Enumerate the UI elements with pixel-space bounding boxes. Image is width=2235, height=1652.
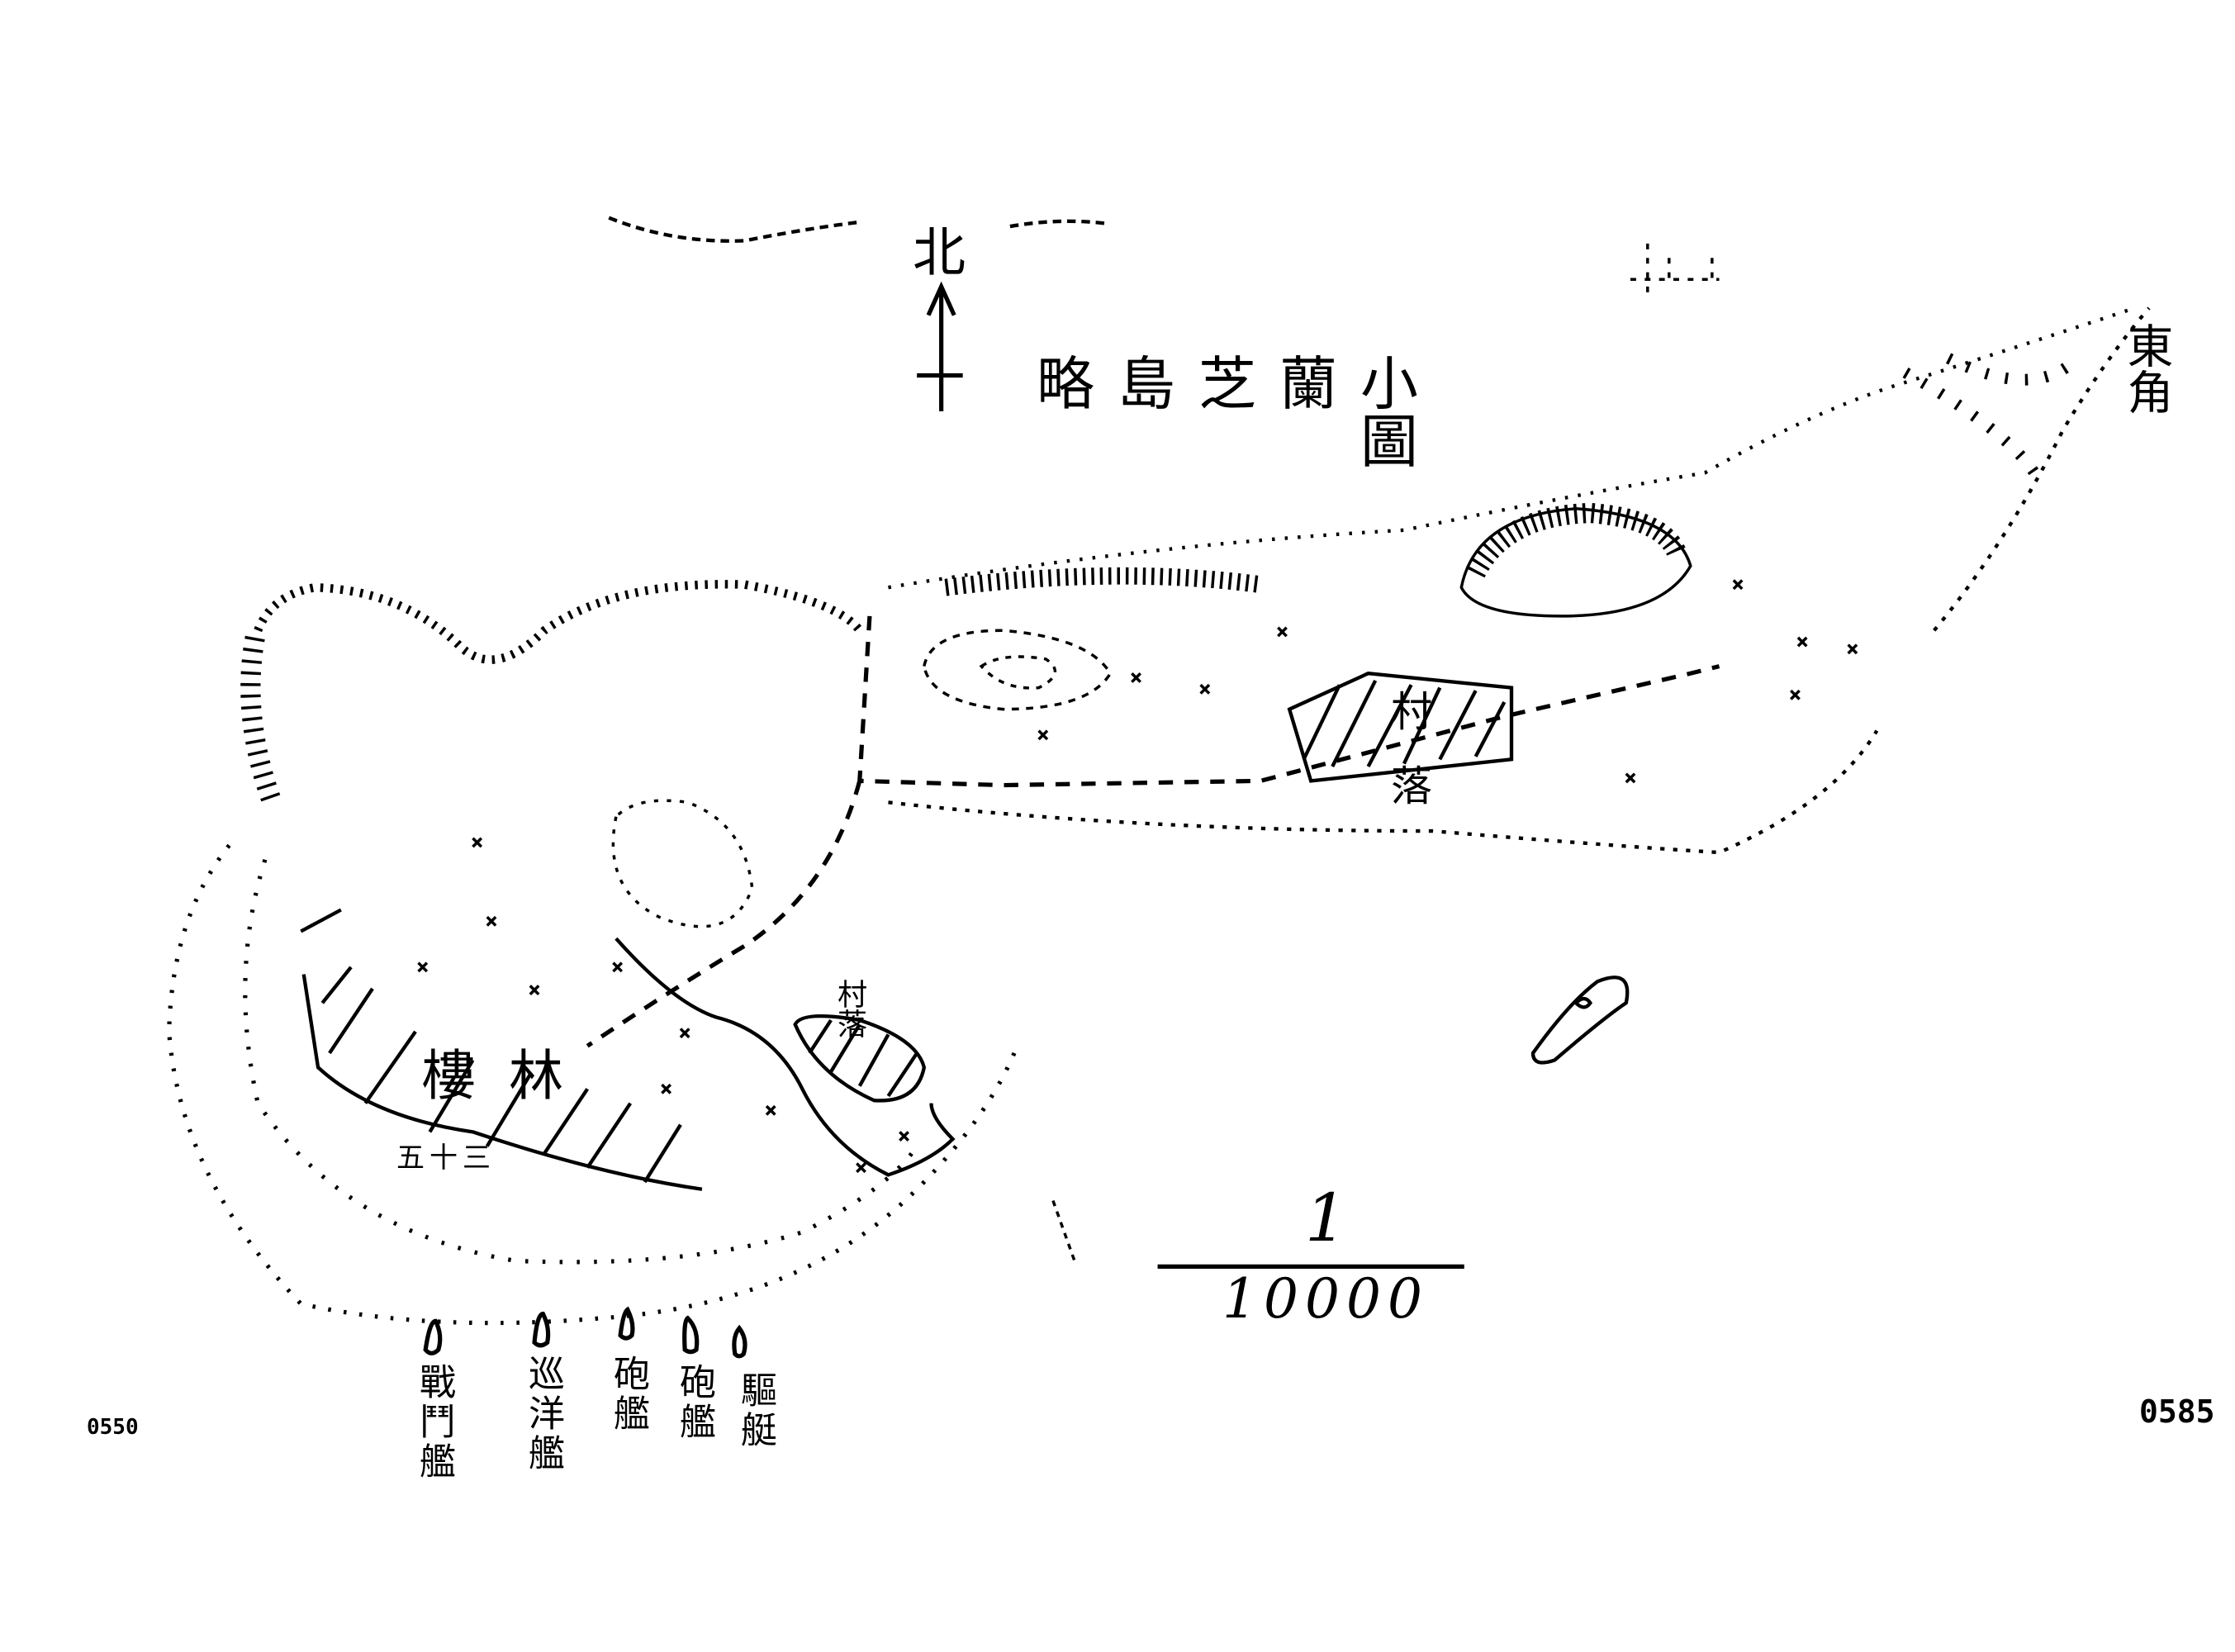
elevation-label: 五十三 [396,1142,496,1175]
north-shoreline [608,216,1107,243]
contour-hill-west [611,799,754,928]
village-south-hatched [793,1014,927,1103]
ship-icons [423,1306,747,1359]
east-cape-stipple [1902,353,2082,477]
west-lobe-shore [167,843,1019,1326]
ridge-line [944,567,1262,596]
contour-hill-center [923,629,1113,711]
tick-mark [1051,1200,1076,1262]
west-lobe-coast [254,580,863,664]
village-south-label: 村落 [833,979,866,1038]
contour-hill-center-inner [979,655,1056,690]
cliff-hatching-east [1466,502,1686,578]
north-label: 北 [913,223,966,284]
contour-hill-east [1459,507,1692,618]
forest-label: 樓林 [421,1044,596,1108]
scale-numerator: 1 [1305,1180,1347,1256]
east-coast-south [888,306,2151,855]
north-arrow-icon [917,281,963,411]
tree-symbols [417,579,1858,1174]
ship-label: 砲艦 [607,1355,649,1434]
cape-label: 東角 [2119,322,2173,415]
ship-label: 戰鬥艦 [413,1363,455,1482]
ship-label: 砲艦 [673,1363,715,1442]
road [615,937,956,1177]
village-east-label: 村落 [1384,690,1432,838]
map-title-text: 小蘭芝島略圖 [1037,350,1441,476]
page-number-right: 0585 [2139,1393,2215,1430]
west-lobe-cliff [240,635,282,806]
ship-label: 驅艇 [734,1371,776,1450]
islet [1530,976,1630,1065]
scale-denominator: 10000 [1222,1267,1429,1331]
forest-hatched-area [300,908,703,1191]
hill-mark [1630,243,1720,301]
page-number-left: 0550 [87,1415,139,1440]
boundary-dashed-line [586,615,1720,1048]
village-east-hatched [1287,672,1514,783]
ship-label: 巡洋艦 [522,1355,564,1474]
